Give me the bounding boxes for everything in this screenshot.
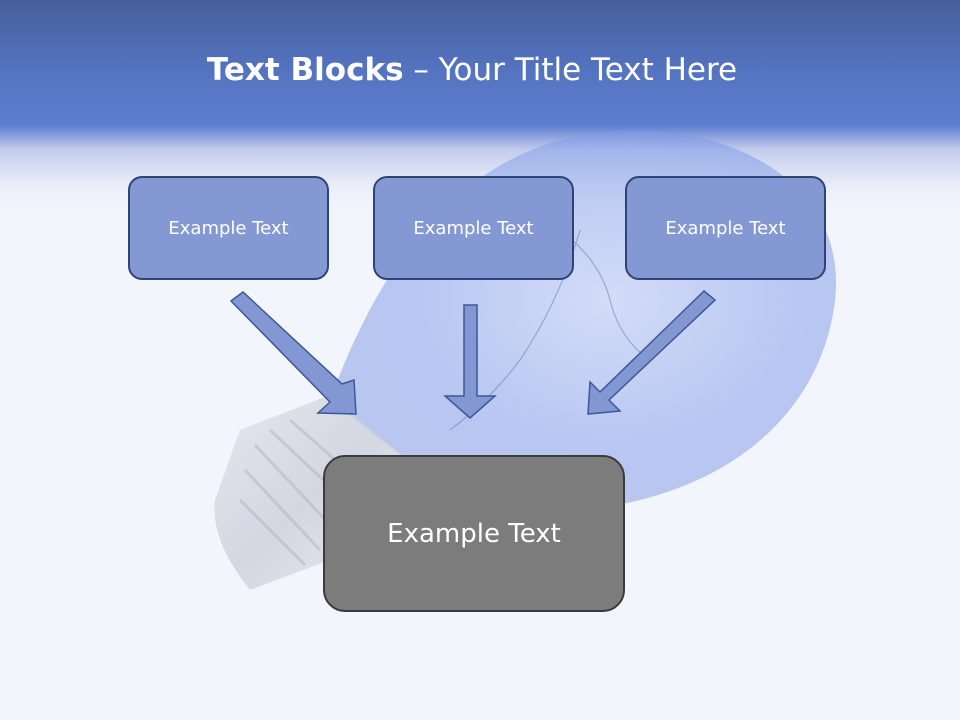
- header-band: [0, 0, 960, 210]
- arrow-center-icon: [443, 304, 497, 419]
- title-dash: –: [403, 52, 439, 88]
- slide-title: Text Blocks – Your Title Text Here: [0, 52, 944, 88]
- text-block-2[interactable]: Example Text: [373, 176, 574, 280]
- text-block-1-label: Example Text: [168, 217, 289, 239]
- target-block[interactable]: Example Text: [323, 455, 625, 612]
- arrow-right-icon: [587, 289, 717, 415]
- target-block-label: Example Text: [387, 518, 561, 549]
- text-block-2-label: Example Text: [413, 217, 534, 239]
- text-block-3[interactable]: Example Text: [625, 176, 826, 280]
- title-rest: Your Title Text Here: [438, 52, 738, 88]
- text-block-3-label: Example Text: [665, 217, 786, 239]
- text-block-1[interactable]: Example Text: [128, 176, 329, 280]
- title-bold: Text Blocks: [206, 52, 404, 88]
- arrow-left-icon: [229, 291, 357, 415]
